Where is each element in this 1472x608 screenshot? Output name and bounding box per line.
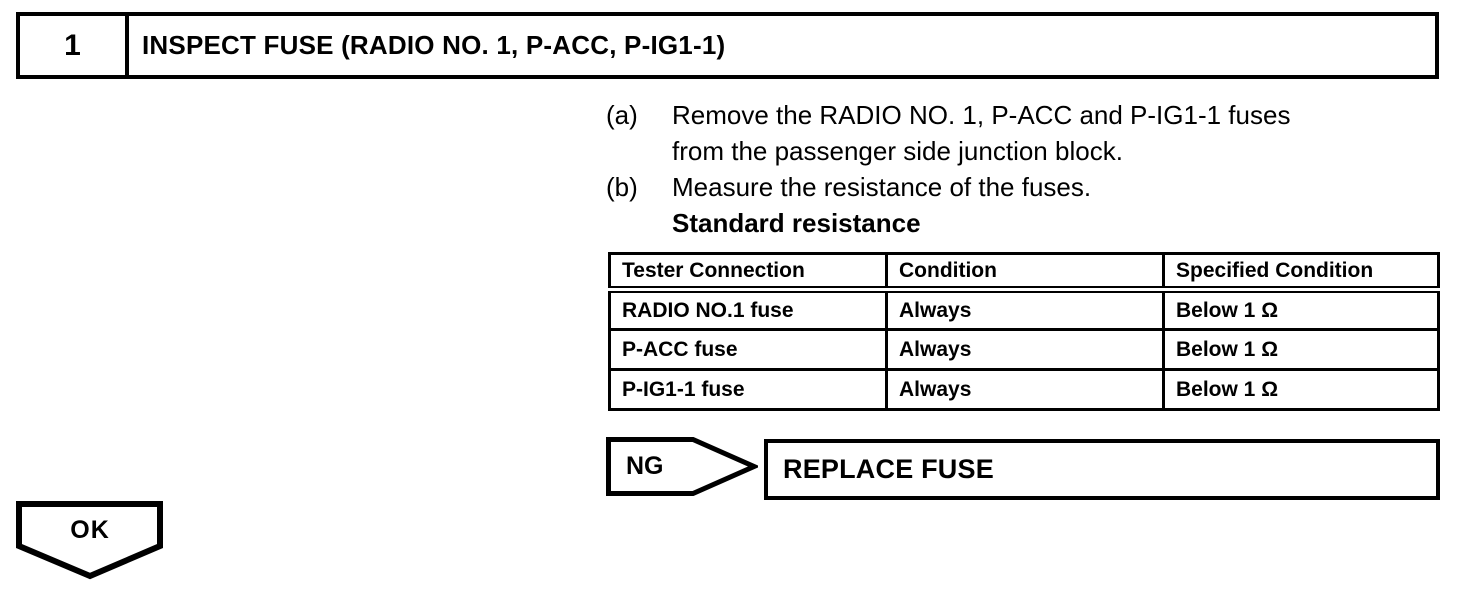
table-cell-condition: Always <box>885 288 1165 331</box>
table-cell-condition: Always <box>885 328 1165 371</box>
instruction-line: from the passenger side junction block. <box>672 136 1123 166</box>
standard-resistance-heading: Standard resistance <box>672 208 921 238</box>
table-row: RADIO NO.1 fuse Always Below 1 Ω <box>608 288 1440 331</box>
table-header-tester-connection: Tester Connection <box>608 252 888 293</box>
replace-fuse-action-box: REPLACE FUSE <box>764 439 1440 500</box>
instruction-label: (b) <box>606 172 638 202</box>
step-title: INSPECT FUSE (RADIO NO. 1, P-ACC, P-IG1-… <box>142 30 726 60</box>
table-row: P-IG1-1 fuse Always Below 1 Ω <box>608 368 1440 411</box>
instruction-item-b: (b) Measure the resistance of the fuses. <box>606 169 1290 205</box>
table-cell-specified-condition: Below 1 Ω <box>1162 328 1440 371</box>
instruction-text: Remove the RADIO NO. 1, P-ACC and P-IG1-… <box>672 97 1290 169</box>
instruction-line: Measure the resistance of the fuses. <box>672 172 1092 202</box>
table-cell-tester-connection: P-ACC fuse <box>608 328 888 371</box>
replace-fuse-label: REPLACE FUSE <box>783 454 994 484</box>
table-header-row: Tester Connection Condition Specified Co… <box>608 252 1440 293</box>
resistance-spec-table: Tester Connection Condition Specified Co… <box>608 252 1440 411</box>
instruction-line: Remove the RADIO NO. 1, P-ACC and P-IG1-… <box>672 100 1291 130</box>
table-row: P-ACC fuse Always Below 1 Ω <box>608 328 1440 371</box>
instruction-item-a: (a) Remove the RADIO NO. 1, P-ACC and P-… <box>606 97 1290 169</box>
ng-flow-arrow: NG <box>606 437 758 496</box>
table-cell-tester-connection: RADIO NO.1 fuse <box>608 288 888 331</box>
ng-label: NG <box>626 451 664 480</box>
step-number: 1 <box>20 16 129 75</box>
ok-flow-flag: OK <box>16 501 164 581</box>
step-header: 1 INSPECT FUSE (RADIO NO. 1, P-ACC, P-IG… <box>16 12 1439 79</box>
table-cell-specified-condition: Below 1 Ω <box>1162 288 1440 331</box>
instruction-text: Measure the resistance of the fuses. <box>672 169 1091 205</box>
instruction-label: (a) <box>606 100 638 130</box>
ok-label: OK <box>70 516 110 544</box>
table-header-specified-condition: Specified Condition <box>1162 252 1440 293</box>
instruction-list: (a) Remove the RADIO NO. 1, P-ACC and P-… <box>606 97 1290 241</box>
table-cell-condition: Always <box>885 368 1165 411</box>
table-cell-tester-connection: P-IG1-1 fuse <box>608 368 888 411</box>
table-cell-specified-condition: Below 1 Ω <box>1162 368 1440 411</box>
table-header-condition: Condition <box>885 252 1165 293</box>
